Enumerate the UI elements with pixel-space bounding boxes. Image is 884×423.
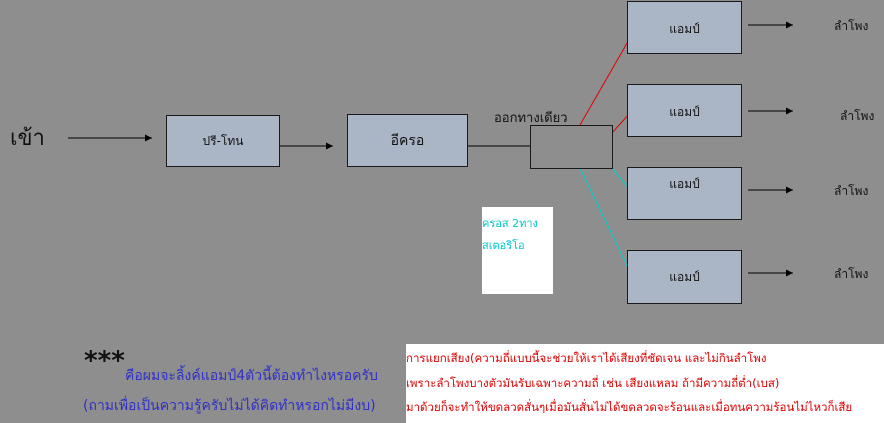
question-stars: *** <box>84 346 125 376</box>
question-line2: (ถามเพื่อเป็นความรู้ครับไม่ได้คิดทำหรอกไ… <box>83 398 376 414</box>
crossover-note-line1: ครอส 2ทาง <box>482 217 538 230</box>
eq-box: อีครอ <box>347 114 468 167</box>
speaker-label-2: ลำโพง <box>840 109 875 123</box>
single-path-label: ออกทางเดียว <box>494 111 568 126</box>
question-line1: คือผมจะลิ้งค์แอมป์4ตัวนี้ต้องทำไงหรอครับ <box>125 368 378 384</box>
input-label: เข้า <box>10 126 45 151</box>
crossover-note-line2: สเตอริโอ <box>482 239 525 252</box>
pre-tone-label: ปรี-โทน <box>202 133 244 148</box>
wire-cyan-amp4 <box>579 167 631 273</box>
amp-label: แอมป์ <box>669 22 700 36</box>
eq-label: อีครอ <box>390 132 425 149</box>
amp-box-2: แอมป์ <box>627 84 742 137</box>
amp-box-3: แอมป์ <box>627 167 742 220</box>
pre-tone-box: ปรี-โทน <box>166 115 280 167</box>
speaker-label-3: ลำโพง <box>834 184 869 198</box>
amp-box-4: แอมป์ <box>627 250 742 304</box>
answer-note-line3: มาด้วยก็จะทำให้ขดลวดสั่นๆเมื่อมันสั่นไม่… <box>406 400 853 414</box>
crossover-note: ครอส 2ทาง สเตอริโอ <box>482 207 553 294</box>
answer-note: การแยกเสียง(ความถี่แบบนี้จะช่วยให้เราได้… <box>406 344 884 423</box>
answer-note-line1: การแยกเสียง(ความถี่แบบนี้จะช่วยให้เราได้… <box>406 351 767 365</box>
crossover-box <box>530 125 613 169</box>
speaker-label-4: ลำโพง <box>834 267 869 281</box>
amp-label: แอมป์ <box>669 105 700 119</box>
answer-note-line2: เพราะลำโพงบางตัวมันรับเฉพาะความถี่ เช่น … <box>406 375 780 390</box>
wire-red-amp1 <box>579 37 631 126</box>
amp-label: แอมป์ <box>669 269 700 284</box>
speaker-label-1: ลำโพง <box>834 19 869 33</box>
amp-box-1: แอมป์ <box>627 1 742 54</box>
amp-label: แอมป์ <box>669 177 700 191</box>
